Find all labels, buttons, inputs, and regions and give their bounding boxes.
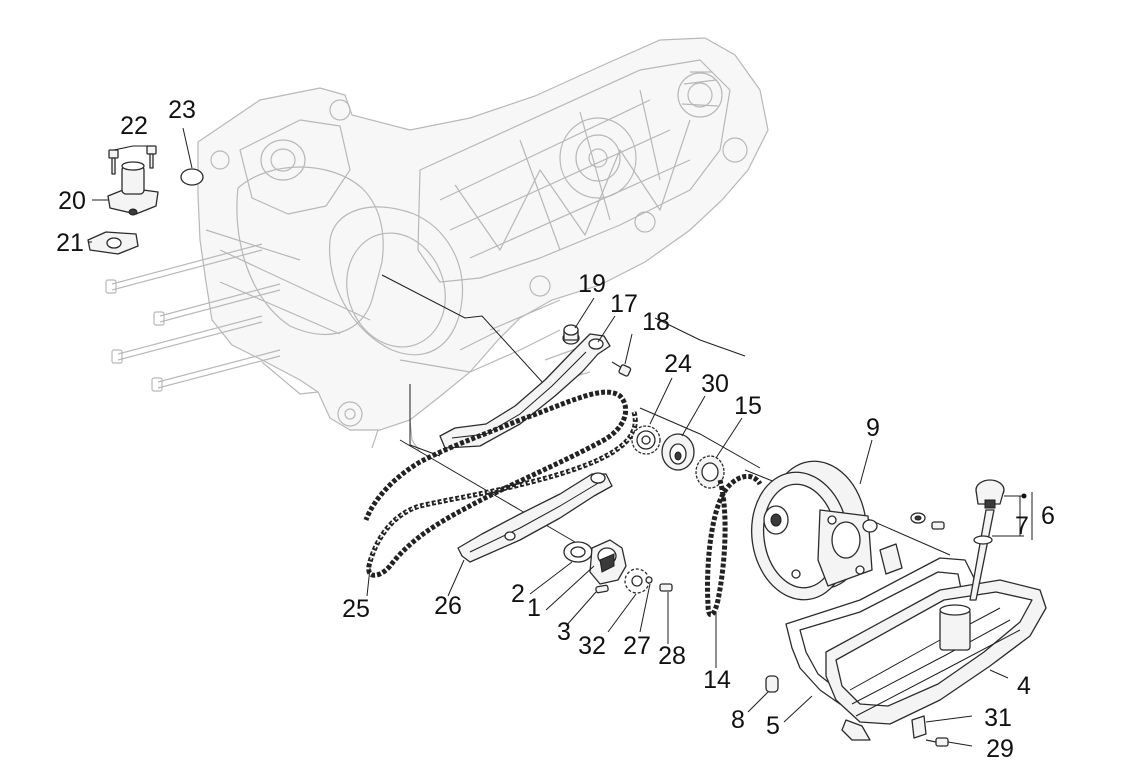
screw-3 — [595, 584, 609, 594]
callout-21: 21 — [56, 229, 84, 257]
callout-26: 26 — [434, 592, 462, 620]
callout-7: 7 — [1015, 512, 1029, 540]
bolt-22a — [108, 149, 119, 175]
callout-19: 19 — [578, 270, 606, 298]
screw-28 — [659, 583, 673, 592]
callout-6: 6 — [1041, 502, 1055, 530]
callout-2: 2 — [511, 580, 525, 608]
callout-18: 18 — [642, 308, 670, 336]
callout-15: 15 — [734, 392, 762, 420]
pin-8 — [765, 675, 779, 693]
oring-7 — [973, 535, 993, 545]
callout-27: 27 — [623, 632, 651, 660]
sprocket-24 — [631, 425, 661, 455]
callout-32: 32 — [578, 632, 606, 660]
timing-chain-25 — [363, 389, 638, 578]
callout-22: 22 — [120, 112, 148, 140]
callout-25: 25 — [342, 595, 370, 623]
gear-15 — [695, 455, 725, 489]
bullet-marker — [1021, 493, 1027, 499]
bolt-22b — [146, 145, 157, 169]
callout-1: 1 — [527, 594, 541, 622]
crankcase-outline — [105, 37, 769, 453]
callout-3: 3 — [557, 618, 571, 646]
oil-pump-chain-14 — [705, 473, 763, 618]
callout-labels: 1 2 3 4 5 6 7 8 9 14 15 17 18 19 20 21 2… — [56, 96, 1055, 763]
callout-24: 24 — [664, 350, 692, 378]
callout-9: 9 — [866, 414, 880, 442]
callout-4: 4 — [1017, 672, 1031, 700]
callout-31: 31 — [984, 704, 1012, 732]
chain-guide-17 — [439, 333, 611, 449]
washer-30 — [661, 433, 695, 471]
bolt-and-washer-group — [862, 512, 945, 575]
oil-pump-group — [563, 539, 673, 594]
callout-8: 8 — [731, 706, 745, 734]
bolt-18 — [611, 361, 632, 377]
callout-20: 20 — [58, 187, 86, 215]
callout-28: 28 — [658, 642, 686, 670]
bracket-31 — [911, 715, 927, 739]
tensioner-slide-26 — [457, 472, 613, 563]
cover-9 — [750, 460, 873, 601]
washer-27 — [645, 576, 653, 584]
callout-17: 17 — [610, 290, 638, 318]
dipstick-6 — [969, 479, 1005, 601]
bolt-29 — [925, 737, 949, 747]
pin-19 — [562, 324, 580, 345]
callout-5: 5 — [766, 712, 780, 740]
callout-23: 23 — [168, 96, 196, 124]
callout-14: 14 — [703, 666, 731, 694]
callout-30: 30 — [701, 370, 729, 398]
oil-sump-4 — [825, 579, 1047, 741]
callout-29: 29 — [986, 735, 1014, 763]
leader-lines — [88, 127, 1033, 747]
chain-tensioner-group — [87, 145, 204, 255]
